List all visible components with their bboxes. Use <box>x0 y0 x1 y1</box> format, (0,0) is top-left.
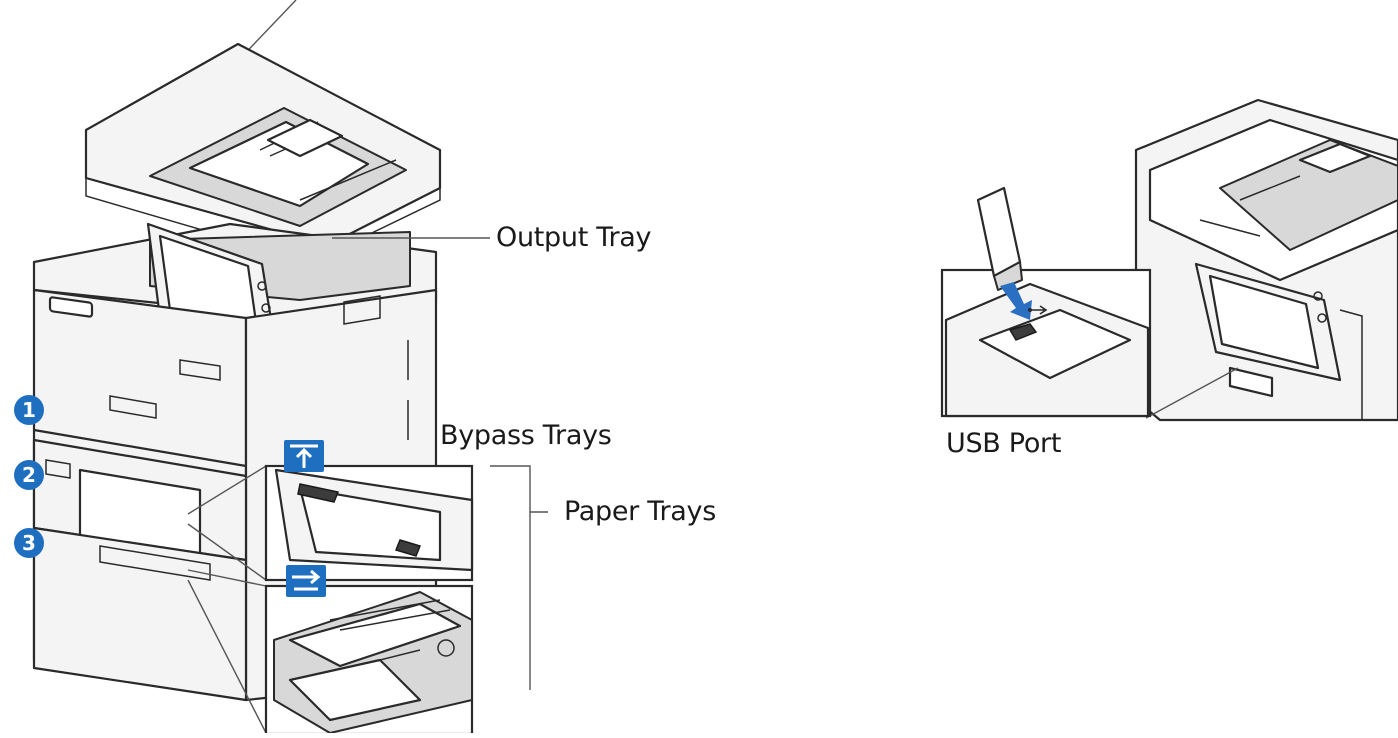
tray-badge-2: 2 <box>14 460 44 490</box>
usb-symbol-icon <box>1026 302 1048 318</box>
usb-flash-drive <box>976 186 1022 278</box>
paper-trays-label: Paper Trays <box>564 496 716 527</box>
usb-port-label: USB Port <box>946 428 1062 459</box>
tray-badge-3: 3 <box>14 528 44 558</box>
tray-1 <box>32 428 248 468</box>
tray-badge-1: 1 <box>14 395 44 425</box>
paper-trays-bracket <box>490 465 548 690</box>
tray-right-arrow-icon <box>286 565 326 597</box>
usb-inset <box>940 186 1152 418</box>
bypass-trays-label: Bypass Trays <box>440 420 612 451</box>
output-tray-label: Output Tray <box>496 222 652 253</box>
bypass-tray-inset <box>187 464 474 582</box>
usb-leader <box>1145 367 1239 419</box>
insert-arrow <box>1000 282 1032 320</box>
tray-up-arrow-icon <box>284 440 324 472</box>
printer-usb-view <box>1134 98 1398 422</box>
usb-port-slot <box>1008 323 1038 341</box>
